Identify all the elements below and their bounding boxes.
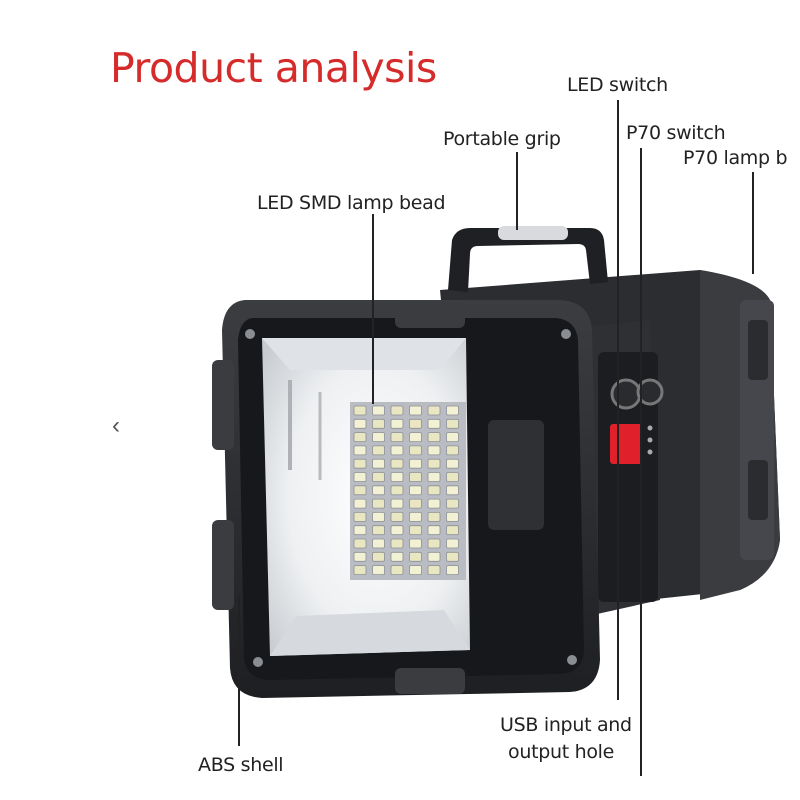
led-chip — [427, 458, 441, 469]
led-chip — [353, 565, 367, 575]
led-chip — [446, 445, 459, 456]
led-chip — [409, 405, 422, 416]
led-chip — [353, 551, 367, 562]
led-chip — [353, 432, 367, 443]
led-chip — [446, 538, 459, 549]
led-chip — [427, 485, 441, 496]
label-usb-line2: output hole — [508, 741, 615, 763]
led-chip — [446, 565, 459, 575]
led-chip — [427, 472, 441, 482]
led-chip — [446, 432, 459, 443]
led-smd-array — [350, 402, 466, 580]
led-chip — [353, 445, 367, 456]
led-chip — [427, 512, 441, 522]
led-chip — [390, 445, 404, 456]
led-chip — [409, 525, 422, 536]
label-p70-lamp: P70 lamp b — [683, 147, 788, 169]
leader-p70-switch — [640, 148, 642, 776]
led-chip — [353, 458, 367, 469]
led-chip — [390, 538, 404, 549]
led-chip — [446, 512, 459, 522]
led-chip — [390, 472, 404, 482]
led-chip — [390, 458, 404, 469]
led-chip — [372, 512, 385, 522]
led-chip — [353, 472, 367, 482]
led-chip — [390, 551, 404, 562]
led-chip — [427, 432, 441, 443]
leader-p70-lamp — [752, 172, 754, 274]
led-chip — [390, 525, 404, 536]
led-chip — [427, 565, 441, 575]
led-chip — [446, 525, 459, 536]
led-chip — [372, 498, 385, 509]
led-chip — [353, 498, 367, 509]
led-chip — [353, 538, 367, 549]
led-chip — [409, 538, 422, 549]
led-chip — [409, 432, 422, 443]
led-chip — [372, 445, 385, 456]
led-chip — [409, 445, 422, 456]
label-abs-shell: ABS shell — [198, 754, 284, 776]
label-led-switch: LED switch — [567, 74, 668, 96]
chevron-left-icon[interactable]: ‹ — [112, 412, 120, 439]
led-chip — [427, 405, 441, 416]
page-title: Product analysis — [110, 44, 437, 92]
led-chip — [409, 458, 422, 469]
leader-led-switch — [617, 100, 619, 700]
leader-portable-grip — [516, 152, 518, 230]
led-chip — [409, 472, 422, 482]
led-chip — [390, 565, 404, 575]
led-chip — [427, 418, 441, 429]
led-chip — [390, 432, 404, 443]
led-chip — [446, 498, 459, 509]
portable-grip — [448, 226, 608, 292]
led-chip — [409, 498, 422, 509]
led-chip — [353, 512, 367, 522]
led-chip — [372, 538, 385, 549]
led-chip — [427, 445, 441, 456]
led-chip — [390, 512, 404, 522]
led-chip — [390, 498, 404, 509]
led-chip — [409, 418, 422, 429]
led-chip — [446, 472, 459, 482]
label-usb-line1: USB input and — [500, 714, 632, 736]
leader-abs-shell — [238, 596, 240, 746]
led-chip — [372, 472, 385, 482]
led-chip — [446, 458, 459, 469]
led-chip — [409, 512, 422, 522]
led-chip — [353, 405, 367, 416]
led-chip — [372, 432, 385, 443]
led-chip — [409, 485, 422, 496]
led-chip — [427, 551, 441, 562]
led-chip — [390, 418, 404, 429]
led-chip — [446, 418, 459, 429]
label-portable-grip: Portable grip — [443, 128, 561, 150]
led-chip — [390, 405, 404, 416]
led-chip — [446, 405, 459, 416]
led-chip — [427, 498, 441, 509]
label-led-smd: LED SMD lamp bead — [257, 192, 446, 214]
label-p70-switch: P70 switch — [626, 122, 726, 144]
led-chip — [372, 458, 385, 469]
led-chip — [446, 485, 459, 496]
led-chip — [427, 525, 441, 536]
led-chip — [372, 551, 385, 562]
led-chip — [353, 525, 367, 536]
leader-led-smd — [372, 214, 374, 404]
led-chip — [372, 405, 385, 416]
led-chip — [372, 565, 385, 575]
led-chip — [372, 525, 385, 536]
led-chip — [353, 418, 367, 429]
led-chip — [372, 418, 385, 429]
led-chip — [427, 538, 441, 549]
led-chip — [372, 485, 385, 496]
led-chip — [446, 551, 459, 562]
led-chip — [353, 485, 367, 496]
led-chip — [409, 551, 422, 562]
led-chip — [390, 485, 404, 496]
led-chip — [409, 565, 422, 575]
